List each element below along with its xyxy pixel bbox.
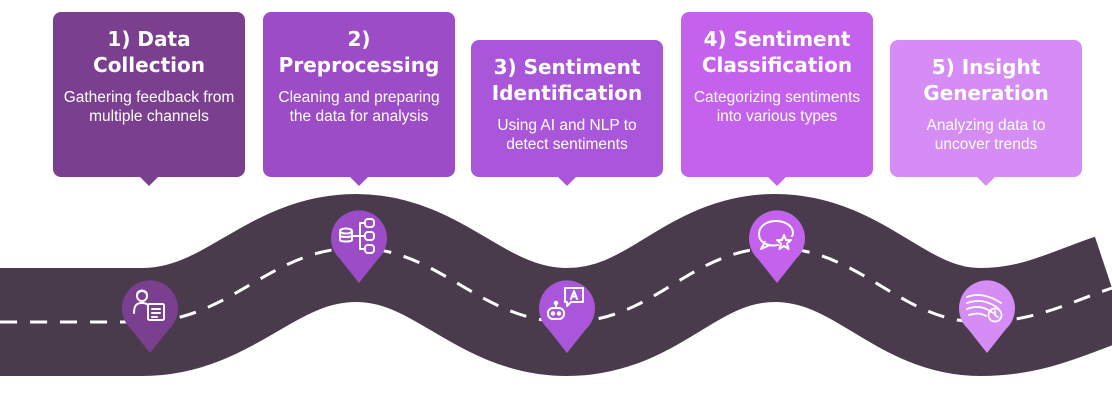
- chat-star-icon: [758, 220, 794, 250]
- step-pin-1: [118, 275, 182, 355]
- step-title-5: 5) Insight Generation: [923, 55, 1049, 105]
- step-pin-4: [745, 205, 809, 285]
- customer-feedback-icon: [133, 289, 165, 321]
- step-pin-5: [955, 275, 1019, 355]
- step-card-5: 5) Insight Generation Analyzing data to …: [890, 40, 1082, 186]
- step-title-2: 2) Preprocessing: [278, 27, 440, 77]
- trend-analysis-icon: [966, 294, 1003, 323]
- database-tree-icon: [339, 218, 375, 254]
- step-card-3: 3) Sentiment Identification Using AI and…: [471, 40, 663, 186]
- step-title-4: 4) Sentiment Classification: [701, 27, 853, 77]
- step-card-2: 2) Preprocessing Cleaning and preparing …: [263, 12, 455, 186]
- step-description-4: Categorizing sentiments into various typ…: [693, 89, 861, 125]
- step-description-2: Cleaning and preparing the data for anal…: [278, 89, 440, 125]
- step-description-3: Using AI and NLP to detect sentiments: [497, 117, 637, 153]
- step-title-3: 3) Sentiment Identification: [491, 55, 643, 105]
- step-card-1: 1) Data Collection Gathering feedback fr…: [53, 12, 245, 186]
- step-title-1: 1) Data Collection: [93, 27, 205, 77]
- step-card-4: 4) Sentiment Classification Categorizing…: [681, 12, 873, 186]
- step-pin-3: [535, 275, 599, 355]
- step-description-1: Gathering feedback from multiple channel…: [63, 89, 235, 125]
- step-pin-2: [327, 205, 391, 285]
- ai-robot-chat-icon: [547, 287, 584, 320]
- step-description-5: Analyzing data to uncover trends: [926, 117, 1046, 153]
